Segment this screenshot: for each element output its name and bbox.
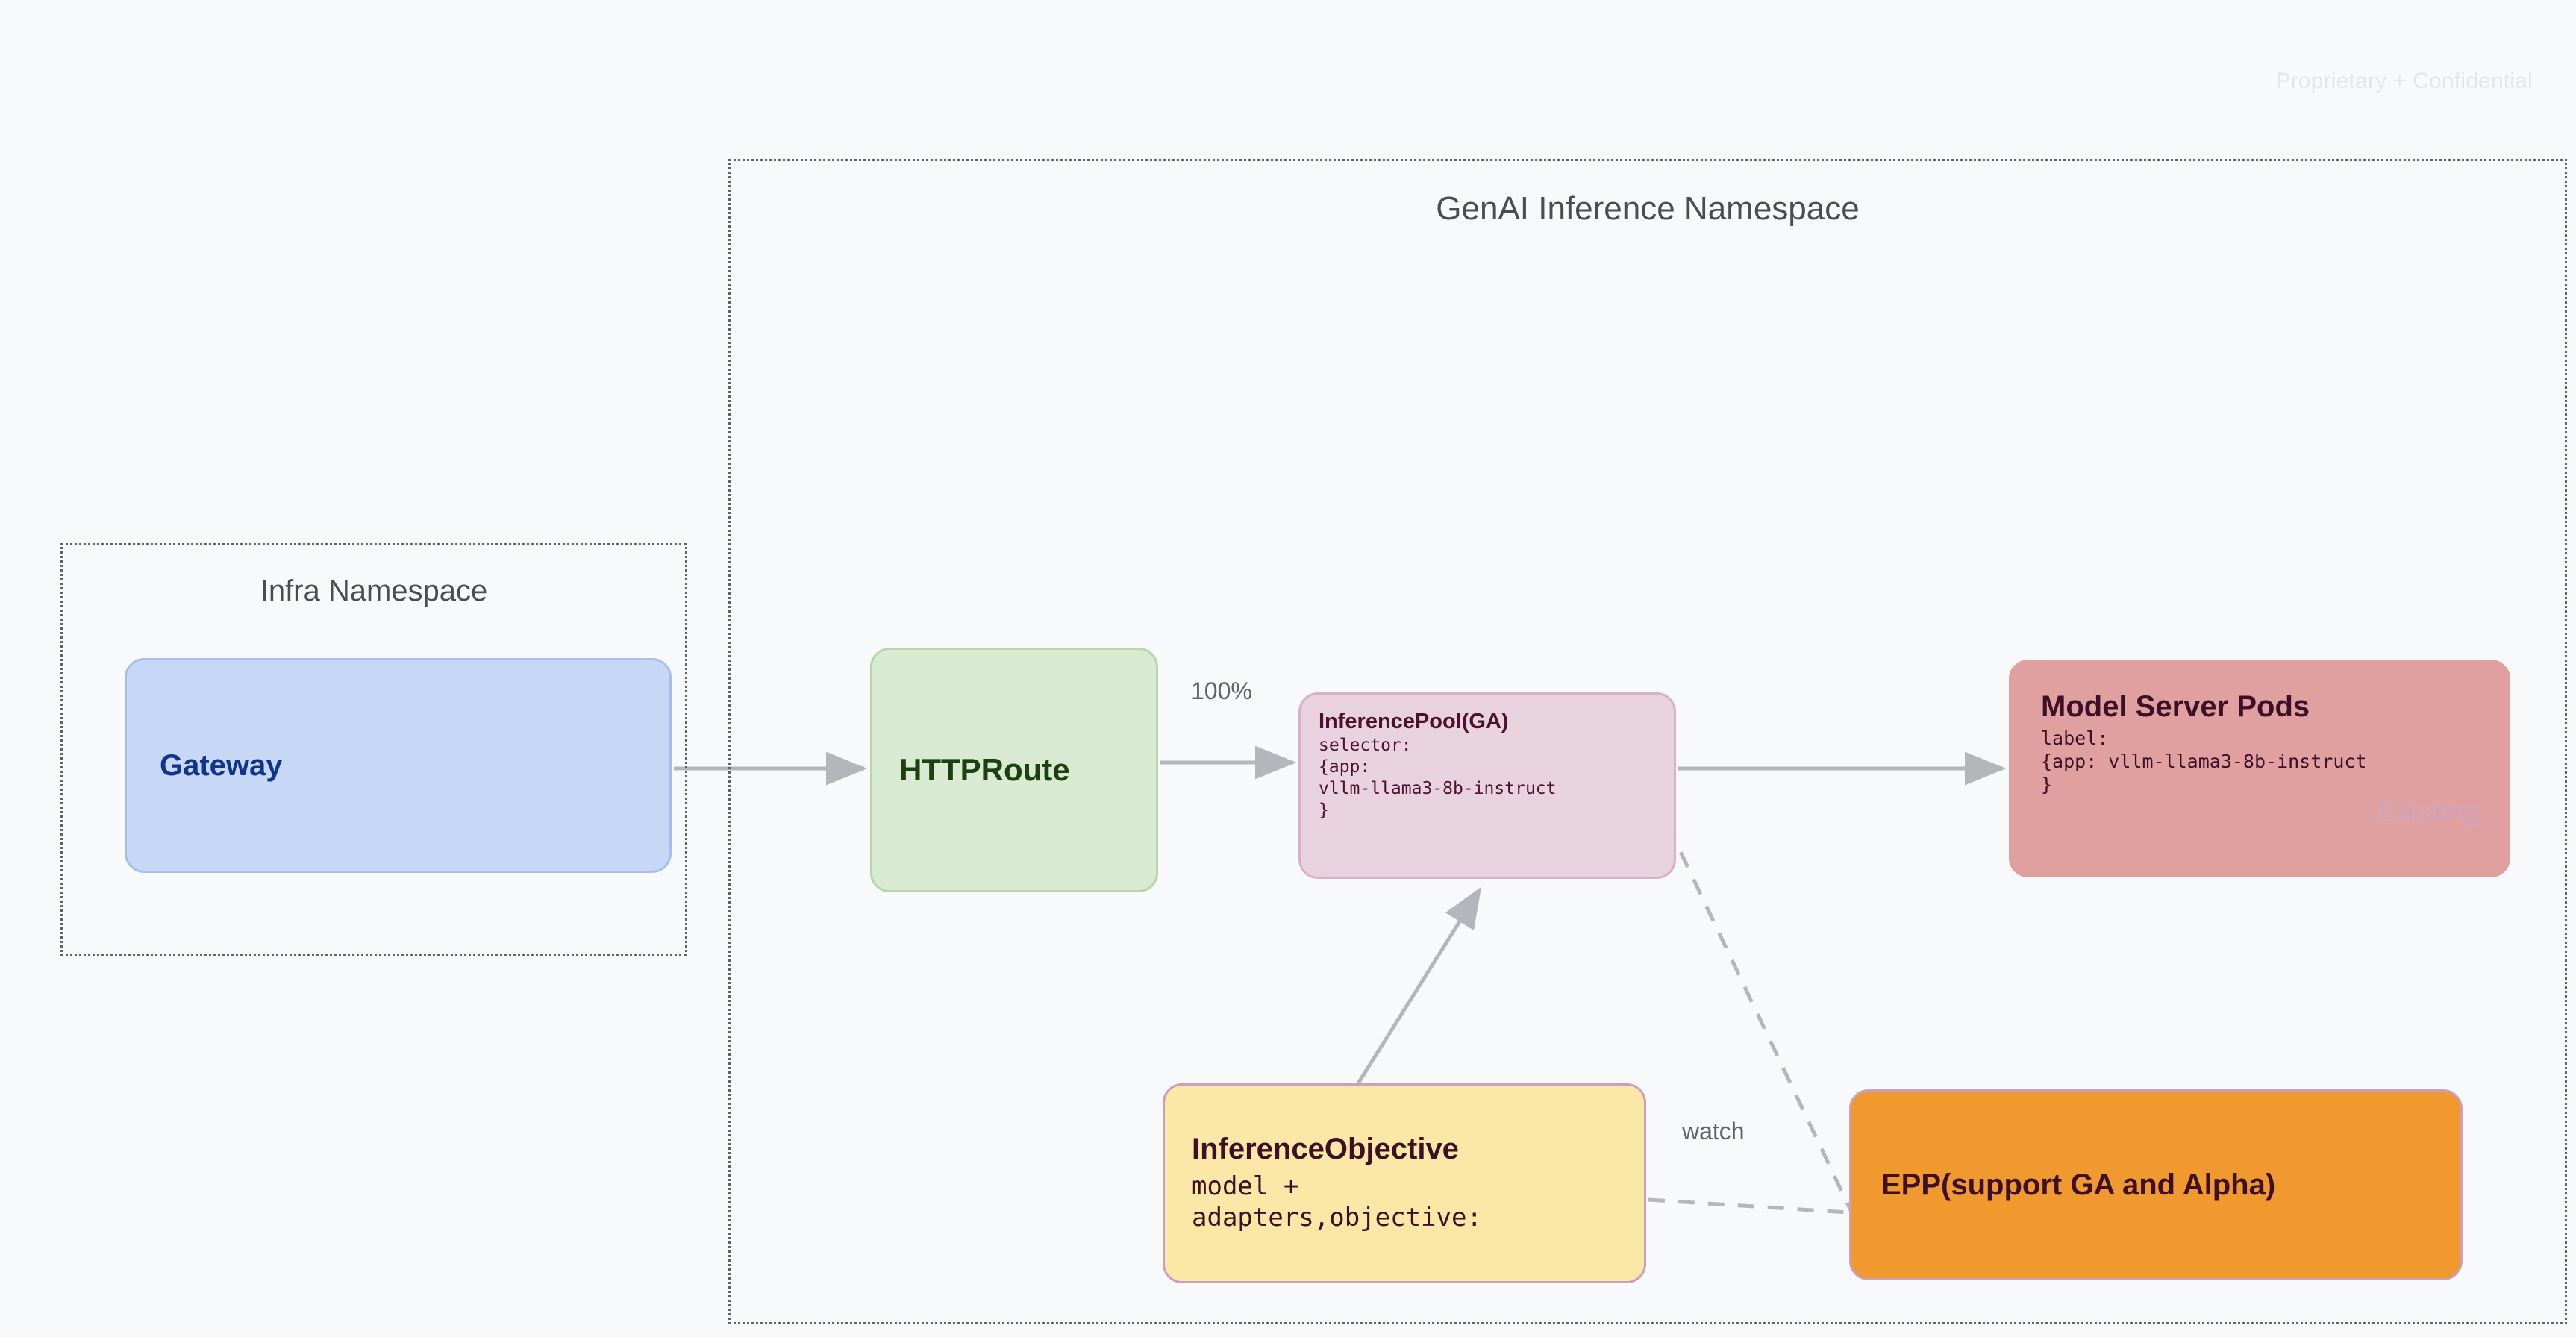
node-inferencepool[interactable]: InferencePool(GA) selector: {app: vllm-l…	[1298, 692, 1676, 879]
node-inferencepool-title: InferencePool(GA)	[1319, 710, 1509, 733]
node-httproute[interactable]: HTTPRoute	[870, 648, 1158, 892]
existing-badge: Existing	[2375, 795, 2480, 828]
node-httproute-title: HTTPRoute	[899, 752, 1070, 788]
edge-label-traffic-weight: 100%	[1191, 677, 1252, 704]
namespace-infra-title: Infra Namespace	[260, 574, 488, 607]
node-model-server-pods[interactable]: Model Server Pods label: {app: vllm-llam…	[2009, 660, 2510, 877]
node-epp-title: EPP(support GA and Alpha)	[1881, 1168, 2276, 1201]
namespace-genai-inference-title: GenAI Inference Namespace	[1436, 190, 1860, 227]
node-epp[interactable]: EPP(support GA and Alpha)	[1849, 1089, 2463, 1280]
node-inference-objective-title: InferenceObjective	[1192, 1133, 1459, 1166]
node-model-server-pods-body: label: {app: vllm-llama3-8b-instruct }	[2041, 727, 2367, 796]
edge-label-watch: watch	[1682, 1118, 1745, 1145]
node-inference-objective[interactable]: InferenceObjective model + adapters,obje…	[1163, 1083, 1646, 1283]
node-gateway[interactable]: Gateway	[125, 658, 672, 873]
node-gateway-title: Gateway	[160, 748, 283, 782]
node-model-server-pods-title: Model Server Pods	[2041, 690, 2310, 723]
confidential-notice: Proprietary + Confidential	[2275, 69, 2533, 93]
namespace-infra	[60, 543, 687, 956]
node-inferencepool-body: selector: {app: vllm-llama3-8b-instruct …	[1319, 736, 1557, 820]
namespace-genai-inference	[728, 159, 2567, 1324]
node-inference-objective-body: model + adapters,objective:	[1192, 1171, 1482, 1233]
